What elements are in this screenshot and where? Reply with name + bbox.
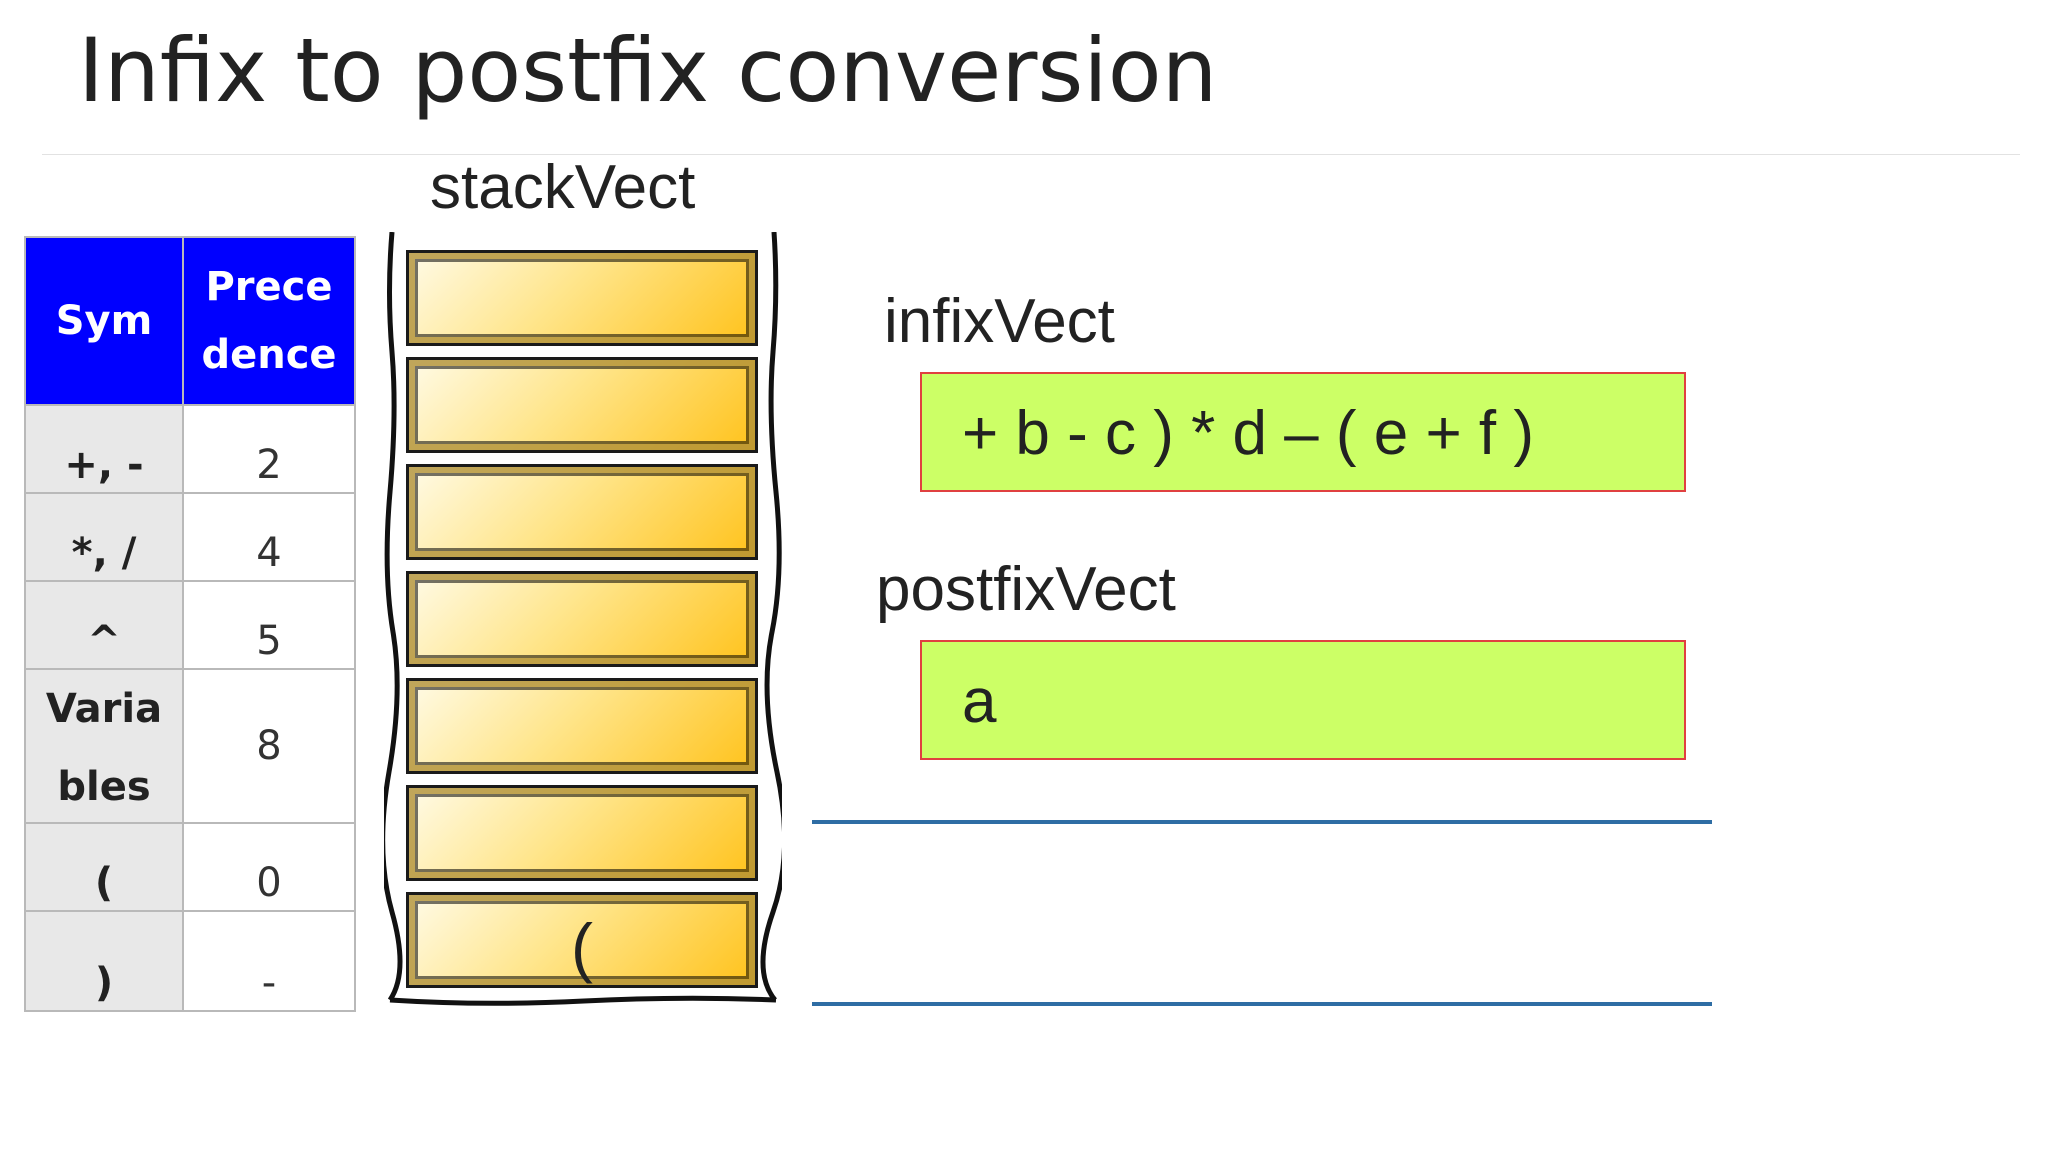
precedence-cell: 4 [182,492,356,582]
sym-cell: Varia bles [24,668,184,824]
sym-cell: ( [24,822,184,912]
precedence-cell: - [182,910,356,1012]
precedence-text: 0 [256,860,282,906]
table-row: ( 0 [24,822,356,912]
infix-value: + b - c ) * d – ( e + f ) [962,399,1534,468]
divider-line-lower [812,1002,1712,1006]
table-row: +, - 2 [24,404,356,494]
stack-left-wall [384,232,403,1002]
postfix-value: a [962,667,997,736]
table-row: *, / 4 [24,492,356,582]
sym-text: +, - [64,442,144,488]
stack-slot: ( [406,892,758,988]
stack-slot [406,357,758,453]
sym-text: ^ [87,618,121,664]
stack-slot [406,571,758,667]
table-row: ) - [24,910,356,1012]
precedence-text: 5 [256,618,282,664]
header-precedence-text: Prece dence [201,264,337,378]
precedence-cell: 0 [182,822,356,912]
sym-cell: +, - [24,404,184,494]
precedence-text: - [261,960,277,1006]
stack-slot [406,250,758,346]
infix-vector: + b - c ) * d – ( e + f ) [920,372,1686,492]
precedence-cell: 2 [182,404,356,494]
precedence-table: Sym Prece dence +, - 2 *, / 4 ^ 5 Varia … [24,236,356,1012]
postfix-label: postfixVect [876,555,1176,624]
divider-line-upper [812,820,1712,824]
precedence-text: 4 [256,530,282,576]
stack-slot [406,678,758,774]
title-divider [42,154,2020,155]
precedence-cell: 5 [182,580,356,670]
stack-label: stackVect [430,153,696,222]
stack-slot [406,785,758,881]
sym-text: ) [94,960,114,1006]
infix-label: infixVect [884,287,1115,356]
table-row: Varia bles 8 [24,668,356,824]
precedence-text: 2 [256,442,282,488]
sym-cell: ^ [24,580,184,670]
sym-cell: *, / [24,492,184,582]
stack-bottom [389,995,777,1006]
header-precedence: Prece dence [182,236,356,406]
sym-text: ( [94,860,114,906]
slide-title: Infix to postfix conversion [78,19,1218,122]
postfix-vector: a [920,640,1686,760]
stack-slot-value: ( [571,910,593,984]
sym-cell: ) [24,910,184,1012]
stack-slot [406,464,758,560]
precedence-cell: 8 [182,668,356,824]
stack-container [384,232,782,1006]
stack-right-wall [760,232,782,1002]
table-row: ^ 5 [24,580,356,670]
precedence-text: 8 [256,723,282,769]
sym-text: Varia bles [45,686,163,810]
sym-text: *, / [71,530,137,576]
header-sym: Sym [24,236,184,406]
